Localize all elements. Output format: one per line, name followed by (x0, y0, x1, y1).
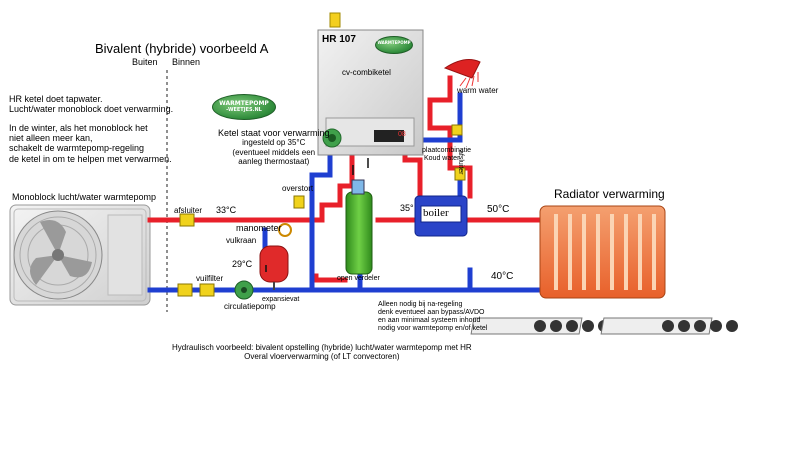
label-vuilfilter: vuilfilter (196, 274, 224, 283)
open-distributor (345, 179, 373, 275)
intro-line: HR ketel doet tapwater. (9, 94, 103, 104)
dhw-boiler (414, 195, 468, 237)
logo-line2: -WEETJES.NL (226, 107, 262, 113)
diagram-title: Bivalent (hybride) voorbeeld A (95, 41, 269, 56)
logo-line1: WARMTEPOMP (219, 100, 269, 107)
label-heatpump: Monoblock lucht/water warmtepomp (12, 192, 157, 202)
intro-line: niet alleen meer kan, (9, 133, 93, 144)
label-hr107: HR 107 (322, 34, 356, 45)
intro-notes: HR ketel doet tapwater. Lucht/water mono… (9, 94, 173, 164)
ketel-notes: Ketel staat voor verwarming ingesteld op… (218, 128, 330, 166)
radiator-fan-boosters (470, 317, 738, 335)
caption-line: Hydraulisch voorbeeld: bivalent opstelli… (172, 343, 472, 352)
label-boiler: boiler (423, 207, 449, 219)
circulation-pump (234, 280, 254, 300)
label-radiator: Radiator verwarming (554, 187, 665, 201)
ketel-line: ingesteld op 35°C (242, 138, 306, 148)
flow-arrows (265, 158, 369, 272)
label-manometer: manometer (236, 223, 282, 233)
intro-line (9, 115, 173, 123)
regeling-line: denk eventueel aan bypass/AVDO (378, 309, 485, 317)
label-circulatiepomp: circulatiepomp (224, 302, 276, 311)
label-afsluiter-left: afsluiter (174, 206, 203, 215)
label-vulkraan: vulkraan (226, 236, 257, 245)
ketel-line: (eventueel middels een (232, 147, 316, 157)
label-overstort: overstort (282, 184, 314, 193)
label-cv-combiketel: cv-combiketel (342, 68, 391, 77)
intro-line: Lucht/water monoblock doet verwarming. (9, 104, 174, 115)
radiator (539, 205, 666, 299)
heatpump-unit (9, 204, 151, 306)
label-buiten: Buiten (132, 57, 158, 67)
logo-badge-main: WARMTEPOMP -WEETJES.NL (212, 94, 276, 120)
label-temp-50: 50°C (487, 204, 510, 215)
boiler-display: 08 (398, 131, 406, 138)
label-warm-water: warm water (457, 86, 499, 95)
label-plaatcombinatie: plaatcombinatie (422, 147, 472, 154)
logo-badge-top: WARMTEPOMP (375, 36, 413, 54)
logo-line1: WARMTEPOMP (377, 40, 411, 45)
intro-line: In de winter, als het monoblock het (9, 122, 148, 133)
label-expansievat: expansievat (262, 296, 300, 303)
ketel-line: Ketel staat voor verwarming (218, 128, 330, 138)
intro-line: de ketel in om te helpen met verwarmen. (9, 153, 172, 164)
label-temp-35: 35° (400, 203, 414, 213)
shower-head (443, 59, 481, 89)
label-koud-water: Koud water (424, 155, 460, 162)
label-afsluiter-vert: afsluiter (457, 150, 464, 175)
regeling-notes: Alleen nodig bij na-regeling denk eventu… (378, 301, 487, 333)
expansion-vessel (259, 245, 289, 290)
manometer-gauge (278, 223, 292, 237)
intro-line: schakelt de warmtepomp-regeling (9, 143, 145, 154)
label-binnen: Binnen (172, 57, 201, 67)
label-temp-33: 33°C (216, 205, 237, 215)
ketel-line: aanleg thermostaat) (238, 156, 310, 166)
label-open-verdeler: open verdeler (337, 275, 380, 282)
caption-line: Overal vloerverwarming (of LT convectore… (244, 352, 400, 362)
regeling-line: Alleen nodig bij na-regeling (378, 301, 463, 308)
regeling-line: en aan minimaal systeem inhoud (378, 317, 481, 325)
regeling-line: nodig voor warmtepomp en/of ketel (378, 325, 488, 333)
valves (177, 124, 466, 297)
caption: Hydraulisch voorbeeld: bivalent opstelli… (172, 343, 472, 361)
label-temp-40: 40°C (491, 271, 514, 282)
label-temp-29: 29°C (232, 259, 253, 269)
